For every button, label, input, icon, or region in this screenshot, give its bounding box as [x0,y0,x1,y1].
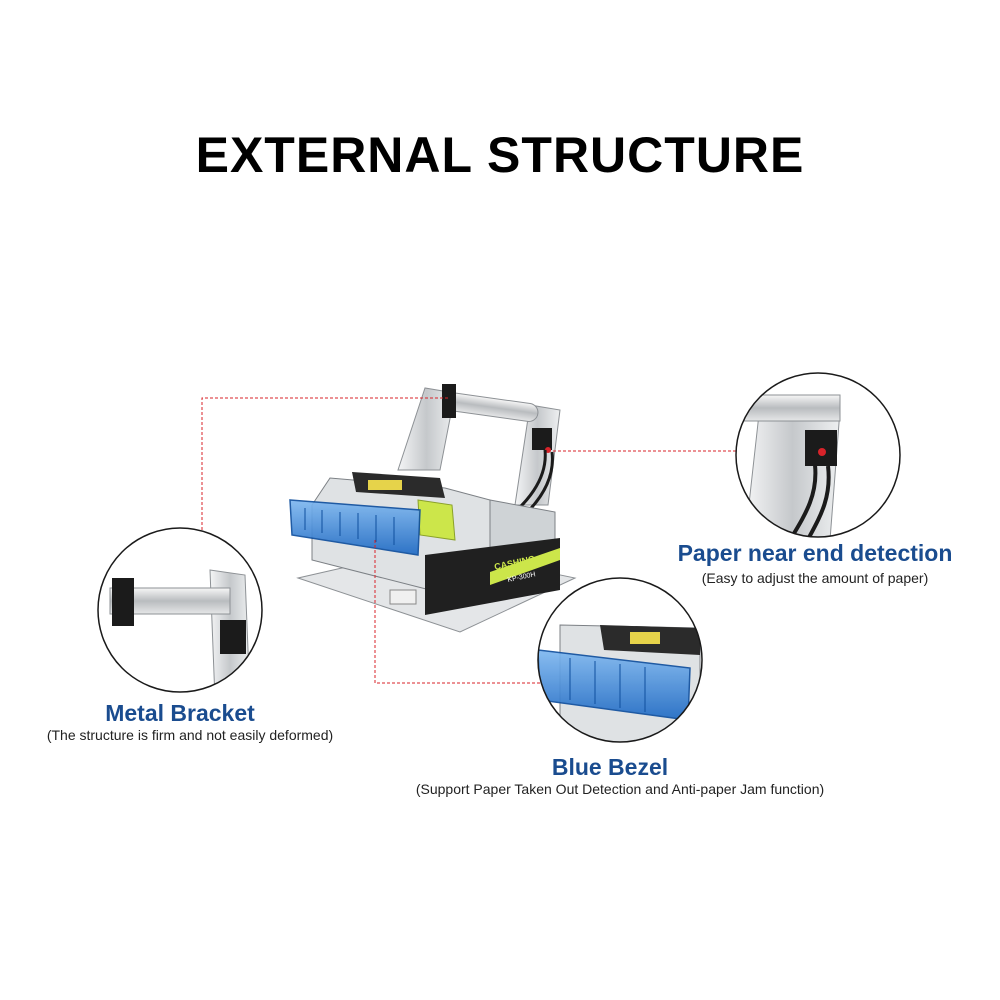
paper-rod [446,392,539,422]
metal-bracket-subtitle: (The structure is firm and not easily de… [46,727,334,743]
blue-bezel-title: Blue Bezel [551,754,669,780]
sensor-block [532,428,552,450]
zoom-circle-metal-bracket [98,528,262,692]
ribbon-cable [389,589,417,605]
page-title: EXTERNAL STRUCTURE [195,127,805,183]
leader-line-metal-bracket [201,397,448,592]
blue-bezel-subtitle: (Support Paper Taken Out Detection and A… [415,781,825,797]
rod-clip-left [442,384,456,418]
zoom-circle-blue-bezel [538,578,702,742]
leader-line-blue-bezel [374,540,568,684]
bezel-ribs [304,508,395,545]
paper-near-end-subtitle: (Easy to adjust the amount of paper) [701,570,929,586]
yellow-part [417,499,456,541]
metal-bracket-title: Metal Bracket [105,700,255,726]
printer-illustration [289,384,577,633]
zoom-circle-paper-near-end [736,373,900,537]
paper-near-end-title: Paper near end detection [677,540,953,566]
